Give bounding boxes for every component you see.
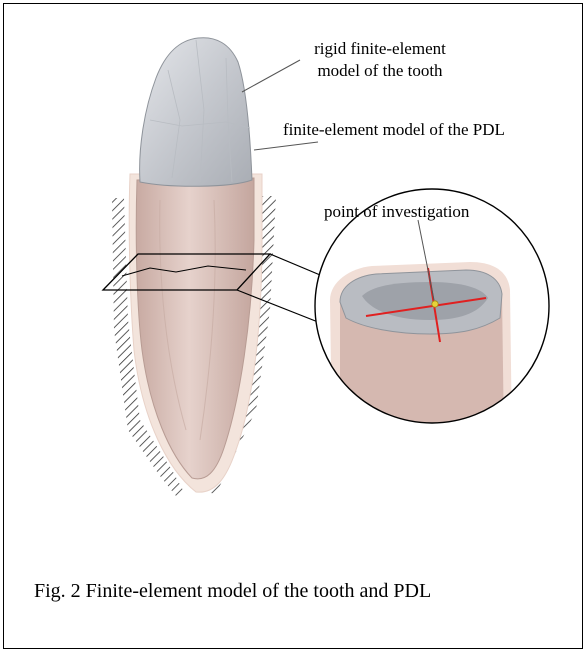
label-point-of-investigation: point of investigation — [324, 202, 470, 221]
leader-line-rigid-model — [242, 60, 300, 92]
label-pdl-model: finite-element model of the PDL — [283, 120, 505, 139]
tooth-crown — [140, 38, 252, 187]
figure-caption: Fig. 2 Finite-element model of the tooth… — [12, 578, 568, 605]
label-rigid-model-line2: model of the tooth — [317, 61, 443, 80]
leader-line-pdl-model — [254, 142, 318, 150]
label-rigid-model-line1: rigid finite-element — [314, 39, 446, 58]
investigation-point-marker — [432, 301, 438, 307]
